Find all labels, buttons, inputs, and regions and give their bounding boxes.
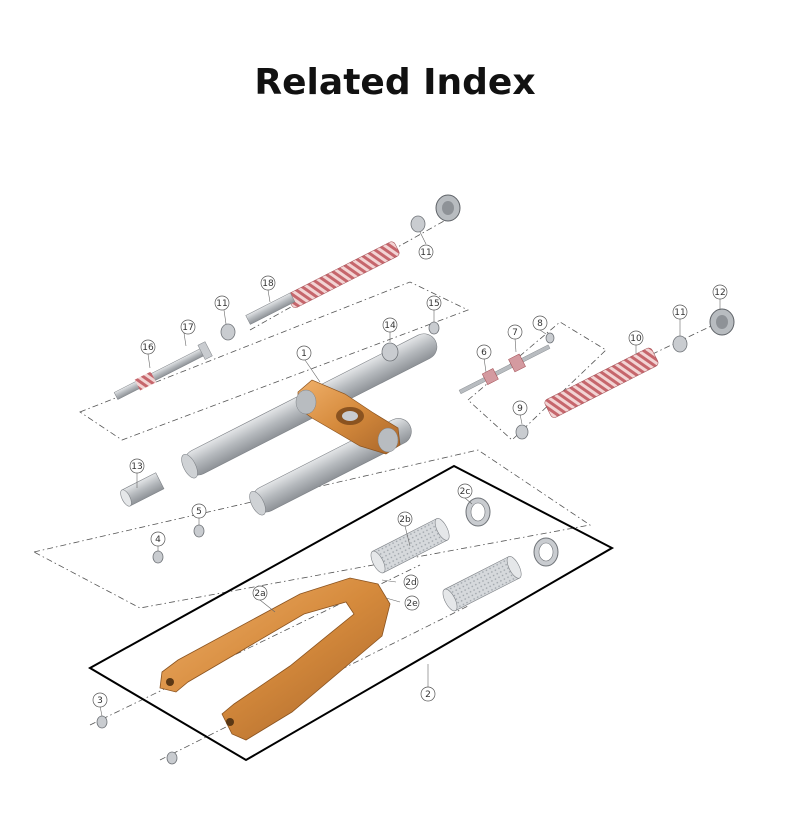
svg-text:1: 1	[301, 349, 307, 359]
fork-crown	[295, 379, 401, 455]
stanchion-tubes	[181, 333, 438, 516]
callout-11-top: 11	[418, 244, 434, 260]
svg-text:9: 9	[517, 404, 523, 414]
callout-17: 17	[180, 319, 196, 335]
svg-text:2e: 2e	[406, 599, 418, 609]
callout-4: 4	[150, 531, 166, 547]
callout-2: 2	[420, 686, 436, 702]
svg-text:2b: 2b	[399, 515, 411, 525]
svg-text:11: 11	[420, 248, 431, 258]
callout-7: 7	[507, 324, 523, 340]
callout-8: 8	[532, 315, 548, 331]
svg-text:5: 5	[196, 507, 202, 517]
callout-14: 14	[382, 317, 398, 333]
svg-text:2: 2	[425, 690, 431, 700]
callout-15: 15	[426, 295, 442, 311]
upper-assembly-outline	[79, 281, 470, 441]
callout-2d: 2d	[403, 574, 419, 590]
damper-assembly-outline	[467, 321, 607, 441]
svg-text:10: 10	[630, 334, 642, 344]
svg-text:18: 18	[262, 279, 274, 289]
callout-2e: 2e	[404, 595, 420, 611]
callout-11-left: 11	[214, 295, 230, 311]
svg-text:13: 13	[131, 462, 142, 472]
svg-text:3: 3	[97, 696, 103, 706]
svg-text:11: 11	[674, 308, 685, 318]
callout-2b: 2b	[397, 511, 413, 527]
axle-dash-line-2	[159, 604, 471, 761]
callout-18: 18	[260, 275, 276, 291]
svg-text:14: 14	[384, 321, 396, 331]
part-13-tube	[120, 472, 165, 507]
svg-text:8: 8	[537, 319, 543, 329]
seals	[465, 497, 559, 567]
svg-text:12: 12	[714, 288, 725, 298]
callout-2a: 2a	[252, 585, 268, 601]
page-title: Related Index	[254, 62, 536, 103]
callout-9: 9	[512, 400, 528, 416]
svg-text:7: 7	[512, 328, 518, 338]
springs	[287, 241, 659, 418]
callout-5: 5	[191, 503, 207, 519]
shafts	[113, 292, 551, 400]
callout-11-right: 11	[672, 304, 688, 320]
svg-text:4: 4	[155, 535, 161, 545]
middle-assembly-outline	[32, 449, 592, 609]
callout-12: 12	[712, 284, 728, 300]
svg-text:16: 16	[142, 343, 154, 353]
fork-lowers	[159, 577, 391, 741]
callout-2c: 2c	[457, 483, 473, 499]
callout-1: 1	[296, 345, 312, 361]
svg-text:11: 11	[216, 299, 227, 309]
lowers-box	[87, 464, 615, 762]
svg-text:2c: 2c	[460, 487, 471, 497]
callout-6: 6	[476, 344, 492, 360]
callout-13: 13	[129, 458, 145, 474]
callout-16: 16	[140, 339, 156, 355]
bushings	[370, 518, 522, 612]
svg-text:17: 17	[182, 323, 193, 333]
svg-text:2a: 2a	[254, 589, 265, 599]
callout-10: 10	[628, 330, 644, 346]
svg-text:15: 15	[428, 299, 439, 309]
top-caps	[435, 194, 735, 336]
svg-text:6: 6	[481, 348, 487, 358]
svg-text:2d: 2d	[405, 578, 416, 588]
callout-3: 3	[92, 692, 108, 708]
